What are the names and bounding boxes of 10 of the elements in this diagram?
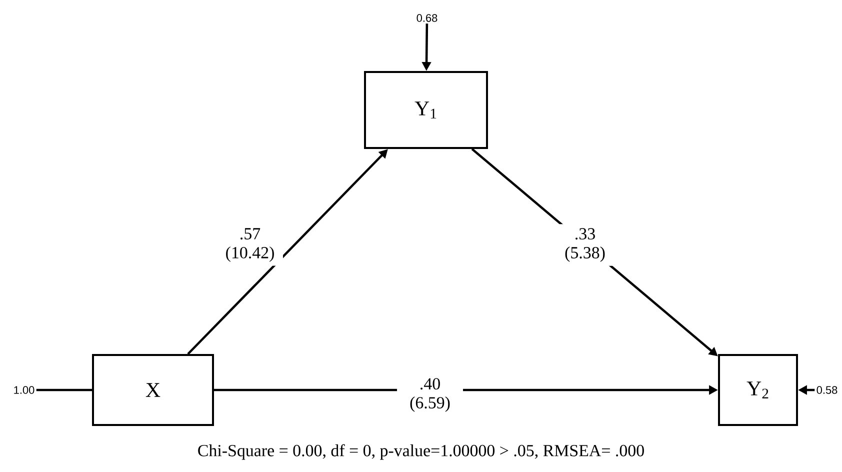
coefficient-label: 0.68	[416, 14, 438, 22]
coefficient-label: 1.00	[14, 386, 34, 394]
edge-label: .33 (5.38)	[552, 224, 618, 266]
variable-box: X	[92, 354, 214, 426]
edge-label: .40 (6.59)	[397, 374, 463, 416]
coefficient-label: 0.58	[816, 386, 838, 394]
variable-box: Y$_{2}$	[718, 354, 798, 426]
caption: Chi-Square = 0.00, df = 0, p-value=1.00000 > .05, RMSEA= .000	[198, 444, 644, 460]
variable-box: Y$_{1}$	[364, 71, 488, 149]
edge-label: .57 (10.42)	[217, 224, 283, 266]
